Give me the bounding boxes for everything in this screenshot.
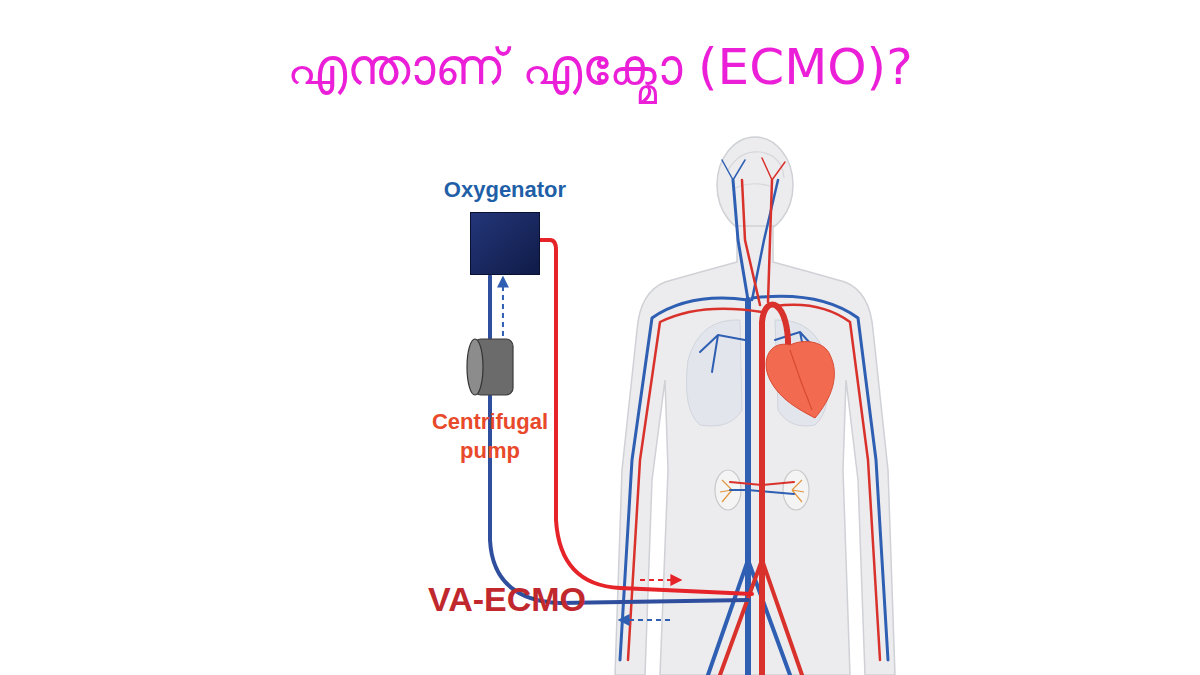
brain [728, 152, 784, 190]
arteries-part [628, 309, 762, 660]
flow-arrows [620, 580, 680, 620]
circuit-tubing-part [488, 276, 492, 338]
veins-part [752, 296, 888, 660]
pump-face [467, 339, 483, 395]
flow-arrows-part [620, 619, 670, 621]
arteries-part [768, 180, 772, 302]
arteries-part [730, 482, 762, 485]
human-body-part [615, 226, 895, 675]
arteries-part [762, 158, 785, 180]
veins-part [730, 489, 748, 491]
kidneys-part [783, 470, 809, 510]
oxygenator-symbol [470, 212, 540, 275]
node-label: Centrifugal pump [410, 408, 570, 465]
oxygenator-box [471, 213, 540, 275]
lungs-part [687, 320, 743, 426]
human-body-part [717, 137, 793, 233]
pump-node: Centrifugal pump [466, 338, 514, 396]
brain-part [732, 184, 770, 190]
arteries-part [762, 482, 794, 485]
flow-connector [502, 278, 504, 336]
kidney-vessels-part [792, 480, 804, 502]
node-label: Oxygenator [425, 176, 585, 205]
veins-part [700, 335, 745, 372]
circuit-type-label: VA-ECMO [428, 580, 586, 619]
arteries-part [720, 560, 762, 675]
page-title: എന്താണ് എക്മോ (ECMO)? [0, 38, 1200, 97]
oxygenator-node: Oxygenator [470, 212, 540, 275]
veins [620, 160, 888, 675]
heart-part [790, 350, 812, 410]
flow-arrows-part [640, 579, 680, 581]
arteries-part [762, 560, 802, 675]
veins-part [722, 160, 745, 180]
pump-symbol [466, 338, 514, 396]
arteries-part [742, 180, 760, 305]
arteries [628, 158, 880, 675]
heart-part [766, 342, 834, 418]
human-body [615, 137, 895, 675]
circuit-tubing-part [540, 240, 752, 594]
veins-part [745, 300, 751, 675]
connectors [502, 278, 503, 336]
veins-part [748, 490, 794, 494]
heart [766, 342, 834, 418]
